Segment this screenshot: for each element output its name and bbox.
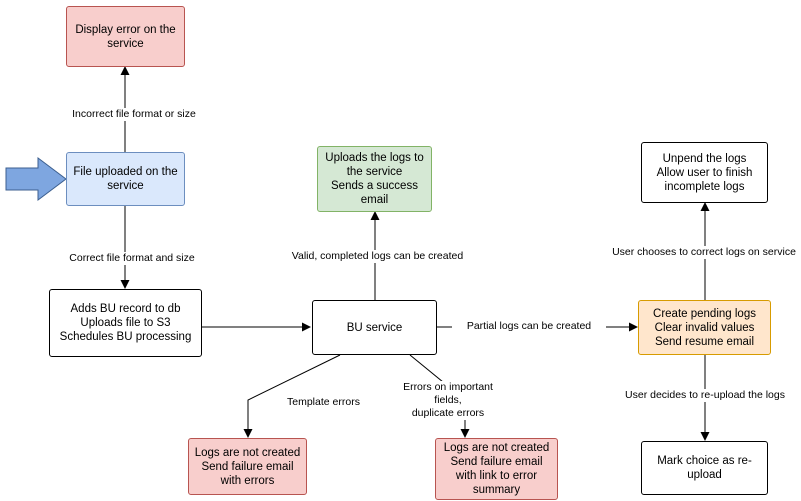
node-adds-bu-record[interactable]: Adds BU record to db Uploads file to S3 … (49, 289, 202, 357)
node-mark-choice[interactable]: Mark choice as re- upload (641, 441, 768, 495)
node-file-uploaded[interactable]: File uploaded on the service (66, 152, 185, 206)
node-display-error[interactable]: Display error on the service (66, 6, 185, 67)
edge-label-template-errors: Template errors (285, 396, 379, 409)
edge-label-user-corrects: User chooses to correct logs on service (603, 246, 801, 259)
edge-label-correct-format: Correct file format and size (55, 252, 209, 265)
node-uploads-logs[interactable]: Uploads the logs to the service Sends a … (317, 146, 432, 212)
edge-label-user-reuploads: User decides to re-upload the logs (613, 389, 797, 402)
edge-label-incorrect-format: Incorrect file format or size (57, 108, 211, 121)
node-create-pending-logs[interactable]: Create pending logs Clear invalid values… (638, 300, 771, 355)
node-logs-not-created-fields[interactable]: Logs are not created Send failure email … (435, 438, 558, 500)
node-unpend-the-logs[interactable]: Unpend the logs Allow user to finish inc… (641, 142, 768, 203)
node-logs-not-created-template[interactable]: Logs are not created Send failure email … (188, 438, 307, 495)
edge-label-partial-logs: Partial logs can be created (452, 320, 606, 333)
edge-label-valid-logs: Valid, completed logs can be created (278, 250, 477, 263)
entry-arrow (5, 157, 67, 201)
edge-label-errors-important-fields: Errors on important fields, duplicate er… (390, 381, 506, 420)
node-bu-service[interactable]: BU service (312, 300, 437, 355)
